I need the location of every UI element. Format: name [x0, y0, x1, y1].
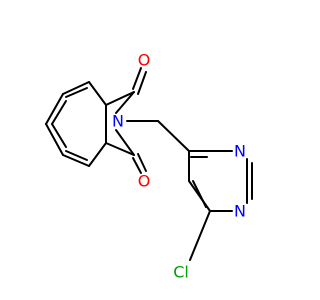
- atom-label-oxygen-bottom: O: [138, 172, 151, 191]
- bond-carbonyl-bottom-b: [137, 153, 147, 172]
- bond-c-cl: [189, 210, 211, 261]
- atom-label-chlorine: Cl: [173, 263, 189, 282]
- bond-benzene-2: [45, 93, 64, 125]
- bond-benzene-7: [88, 81, 107, 106]
- bond-benzene-inner-a: [51, 100, 67, 125]
- bond-benzene-4: [62, 154, 90, 167]
- bond-carbonyl-top-a: [132, 67, 142, 90]
- bond-benzene-inner-b: [51, 123, 67, 148]
- bond-layer: [45, 67, 253, 261]
- molecule-structure-diagram: O N O N N Cl: [45, 51, 253, 282]
- bond-n-c-bottom: [115, 129, 135, 156]
- atom-label-layer: O N O N N Cl: [112, 51, 246, 282]
- bond-carbonyl-bottom-a: [132, 157, 142, 174]
- bond-benzene-4-inner: [65, 150, 88, 161]
- atom-label-nitrogen-pyrimidine-3: N: [234, 202, 246, 221]
- bond-pyr-c5-c6-b: [188, 180, 211, 212]
- bond-benzene-1: [62, 81, 90, 95]
- bond-benzene-5: [88, 142, 107, 167]
- bond-ring5-bottom: [105, 142, 135, 156]
- bond-ring5-top: [105, 91, 135, 106]
- atom-label-nitrogen-pyrimidine-1: N: [234, 142, 246, 161]
- bond-benzene-1-inner: [65, 87, 88, 98]
- bond-benzene-3: [45, 123, 64, 156]
- atom-label-nitrogen-imide: N: [112, 112, 124, 131]
- bond-c-n-top: [115, 91, 135, 114]
- bond-carbonyl-top-b: [137, 71, 147, 95]
- bond-ch2-pyrimidine: [157, 120, 190, 152]
- atom-label-oxygen-top: O: [138, 51, 151, 70]
